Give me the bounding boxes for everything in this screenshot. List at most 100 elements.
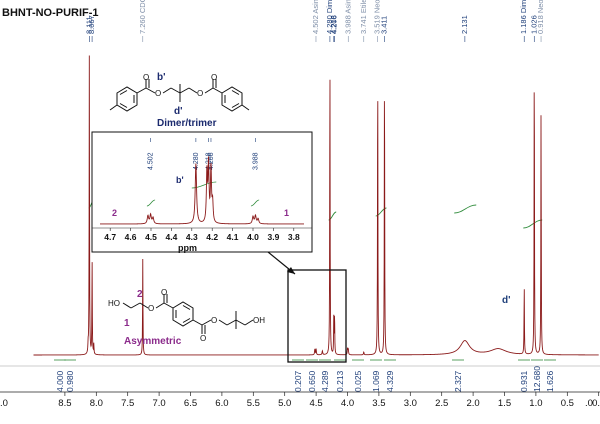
inset-peak-label: 4.280 — [193, 152, 200, 170]
x-tick-label: 1.5 — [498, 398, 511, 409]
dimer-caption: Dimer/trimer — [157, 118, 217, 129]
integral-value: 1.069 — [371, 370, 381, 392]
inset-integral-curve — [146, 199, 156, 207]
asym-label-1: 1 — [124, 318, 130, 329]
integral-value: 0.980 — [65, 370, 75, 392]
asym-label-2: 2 — [137, 289, 143, 300]
inset-x-tick-label: 4.1 — [227, 232, 239, 242]
asym-atom-ho: HO — [108, 299, 120, 308]
x-tick-label: 7.5 — [121, 398, 134, 409]
integral-value: 4.329 — [385, 370, 395, 392]
dimer-right-ring-bond — [231, 103, 240, 108]
x-axis-edge-right: .0 — [585, 398, 593, 409]
asym-atom-o-carbonyl: O — [161, 288, 167, 297]
x-tick-label: 4.5 — [309, 398, 322, 409]
dimer-ch2-bond — [162, 87, 172, 94]
integral-value: 0.213 — [335, 370, 345, 392]
inset-x-tick-label: 4.6 — [125, 232, 137, 242]
peak-label: 4.206 — [330, 15, 339, 34]
peak-label: 3.411 — [379, 16, 388, 34]
spectrum-label-d-prime: d' — [502, 295, 511, 306]
integral-curve — [523, 219, 543, 229]
peak-label: 4.280 Dim/Trim — [325, 0, 334, 34]
dimer-right-carbonyl-bond — [212, 87, 223, 94]
asym-ring-bond — [182, 318, 191, 323]
inset-label-b-prime: b' — [176, 175, 184, 185]
x-axis-edge-left: .0 — [0, 398, 8, 409]
peak-label: 3.988 Asimetrico — [343, 0, 352, 34]
inset-x-tick-label: 4.0 — [247, 232, 259, 242]
inset-peak-label: 4.206 — [208, 152, 215, 170]
integral-value: 2.327 — [453, 370, 463, 392]
dimer-right-ester-bond — [204, 87, 214, 94]
x-tick-label: 3.5 — [372, 398, 385, 409]
inset-spectrum-trace — [100, 156, 304, 225]
integral-value: 0.207 — [293, 370, 303, 392]
inset-x-tick-label: 3.9 — [267, 232, 279, 242]
zoom-region-box — [287, 269, 347, 363]
inset-x-tick-label: 3.8 — [288, 232, 300, 242]
dimer-right-ring-bond — [231, 90, 240, 95]
peak-label: 3.741 Etilenglicol — [359, 0, 368, 34]
integral-value: 0.931 — [519, 370, 529, 392]
asym-ch2-b — [130, 302, 141, 309]
asym-ch2-a — [122, 302, 132, 309]
dimer-left-carbonyl-bond — [136, 87, 147, 94]
asym-ring-carbonyl — [192, 319, 203, 326]
integral-value: 4.289 — [320, 370, 330, 392]
x-tick-label: 2.5 — [435, 398, 448, 409]
inset-label-2: 2 — [112, 208, 117, 218]
x-tick-label: 6.5 — [184, 398, 197, 409]
integral-curve — [375, 207, 387, 217]
dimer-atom-o-right-carbonyl: O — [211, 73, 217, 82]
inset-peak-label: 4.502 — [148, 152, 155, 170]
dimer-left-methyl — [109, 104, 118, 111]
inset-x-tick-label: 4.7 — [104, 232, 116, 242]
dimer-o-right-bond — [188, 87, 198, 94]
peak-label: 1.026 — [529, 15, 538, 34]
asym-ring-bond — [182, 305, 191, 310]
integral-curve — [454, 204, 477, 214]
inset-axis-label: ppm — [178, 243, 197, 253]
dimer-structure — [109, 79, 250, 112]
dimer-right-methyl — [241, 104, 250, 111]
dimer-label-d-prime: d' — [174, 106, 183, 117]
inset-x-tick-label: 4.5 — [145, 232, 157, 242]
asym-atom-o: O — [148, 304, 154, 313]
asym-caption: Asymmetric — [124, 336, 182, 347]
dimer-ch2-right — [179, 87, 190, 94]
x-tick-label: 7.0 — [152, 398, 165, 409]
integral-value: 1.626 — [545, 370, 555, 392]
x-tick-label: 5.5 — [247, 398, 260, 409]
x-tick-label: 8.0 — [90, 398, 103, 409]
asym-o-bond — [139, 302, 149, 309]
inset-x-tick-label: 4.2 — [206, 232, 218, 242]
peak-label: 8.111 — [84, 16, 93, 34]
asym-atom-o2-carbonyl: O — [200, 334, 206, 343]
inset-frame — [91, 131, 313, 253]
inset-integrals — [146, 181, 260, 207]
dimer-atom-o-right: O — [197, 89, 203, 98]
dimer-left-ring-bond — [119, 103, 128, 108]
asym-atom-oh: OH — [253, 316, 265, 325]
asym-oh-bond — [244, 319, 254, 326]
integral-value: 0.650 — [307, 370, 317, 392]
asym-ch2-d — [235, 319, 246, 326]
inset-x-tick-label: 4.3 — [186, 232, 198, 242]
dimer-atom-o-left-carbonyl: O — [143, 73, 149, 82]
peak-label: 2.131 — [460, 15, 469, 34]
x-tick-label: 6.0 — [215, 398, 228, 409]
asym-ring-bond — [163, 302, 174, 309]
peak-label: 4.218 — [329, 15, 338, 34]
x-tick-label: 4.0 — [341, 398, 354, 409]
x-tick-label: 2.0 — [466, 398, 479, 409]
integral-value: 12.680 — [532, 366, 542, 392]
spectrum-line — [33, 55, 599, 356]
asym-atom-o2: O — [211, 316, 217, 325]
asym-ch2-c — [218, 319, 228, 326]
